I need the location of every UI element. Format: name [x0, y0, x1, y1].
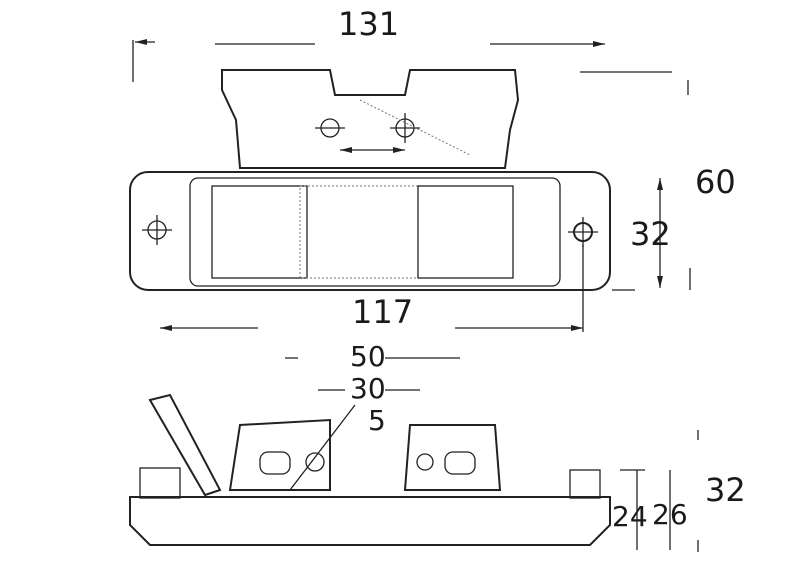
mounting-bracket-top: [221, 69, 520, 169]
dim-label-24: 24: [612, 500, 648, 533]
dim-label-32-side: 32: [705, 471, 746, 509]
lamp-body-side: [129, 393, 611, 546]
lamp-body-top: [129, 171, 611, 291]
dim-label-mount-spacing: 117: [352, 293, 414, 331]
dim-label-50: 50: [350, 340, 386, 373]
dim-label-lens-height: 32: [630, 215, 671, 253]
dim-label-height: 60: [695, 163, 736, 201]
dim-label-26: 26: [652, 498, 688, 531]
dim-line-131: [132, 39, 605, 82]
dim-label-overall-width: 131: [338, 5, 400, 43]
dim-label-5: 5: [368, 404, 386, 437]
dim-label-30: 30: [350, 372, 386, 405]
